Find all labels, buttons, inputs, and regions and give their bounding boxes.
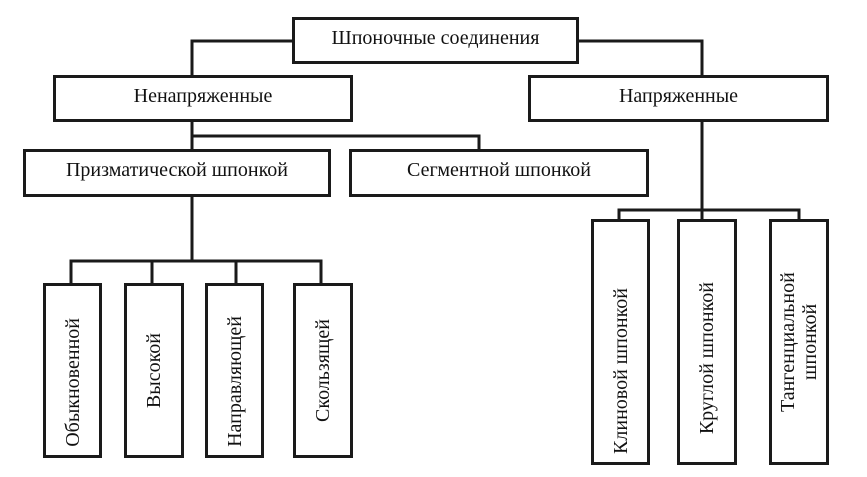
- ordinary-box: Обыкновенной: [43, 283, 102, 458]
- unstressed-label: Ненапряженные: [133, 85, 273, 107]
- high-label: Высокой: [143, 332, 165, 409]
- root-label: Шпоночные соединения: [331, 27, 540, 49]
- connector-root-to-unstressed: [190, 39, 293, 76]
- prismatic-key-label: Призматической шпонкой: [65, 159, 288, 181]
- round-key-box: Круглой шпонкой: [677, 219, 737, 465]
- connector-root-to-stressed: [577, 39, 704, 76]
- connector-prismatic-bus: [69, 259, 323, 285]
- prismatic-key-box: Призматической шпонкой: [23, 149, 331, 197]
- connector-unstressed-to-children: [190, 120, 481, 150]
- round-key-label: Круглой шпонкой: [696, 281, 718, 434]
- tangential-key-box: Тангенциальной шпонкой: [769, 219, 829, 465]
- tangential-key-label: Тангенциальной шпонкой: [777, 272, 821, 412]
- segment-key-box: Сегментной шпонкой: [349, 149, 649, 197]
- stressed-box: Напряженные: [528, 75, 829, 122]
- guide-box: Направляющей: [205, 283, 264, 458]
- high-box: Высокой: [124, 283, 184, 458]
- ordinary-label: Обыкновенной: [61, 318, 84, 447]
- wedge-key-label: Клиновой шпонкой: [609, 288, 632, 454]
- unstressed-box: Ненапряженные: [53, 75, 353, 122]
- wedge-key-box: Клиновой шпонкой: [591, 219, 650, 465]
- stressed-label: Напряженные: [618, 85, 739, 107]
- root-box: Шпоночные соединения: [292, 17, 579, 64]
- connector-stressed-bus: [617, 208, 801, 221]
- guide-label: Направляющей: [223, 316, 246, 447]
- sliding-label: Скользящей: [312, 319, 334, 422]
- sliding-box: Скользящей: [293, 283, 353, 458]
- segment-key-label: Сегментной шпонкой: [407, 159, 591, 181]
